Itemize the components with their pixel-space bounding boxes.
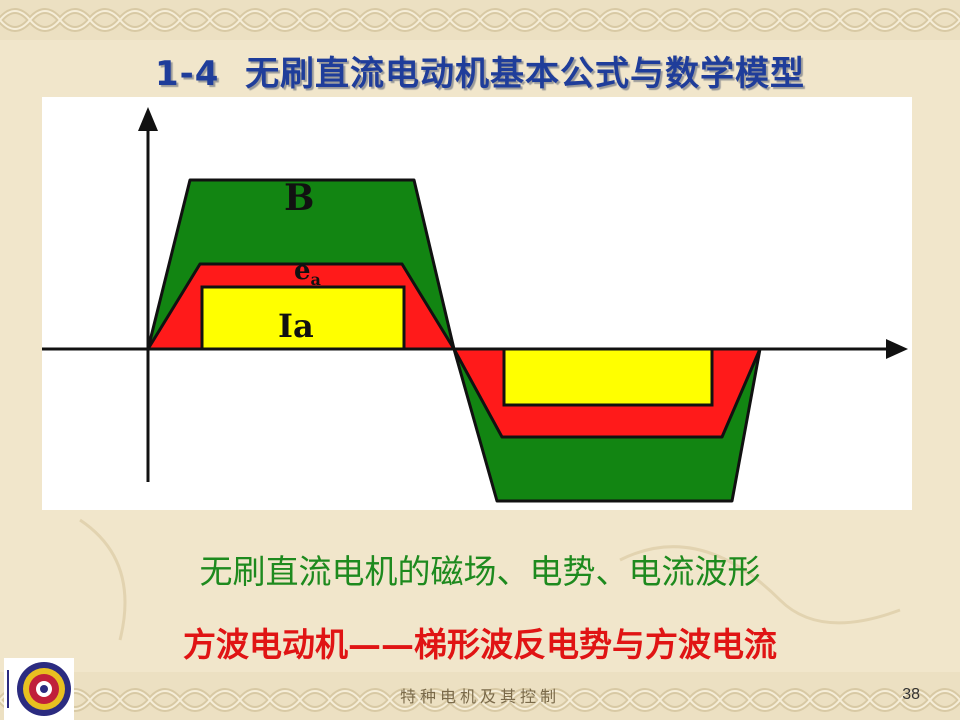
caption-square-wave-motor: 方波电动机——梯形波反电势与方波电流: [183, 625, 777, 664]
y-axis-arrow: [138, 107, 158, 131]
title-text: 无刷直流电动机基本公式与数学模型: [245, 54, 806, 94]
label-Ia: Ia: [278, 307, 314, 345]
page-number: 38: [902, 686, 920, 703]
waveform-diagram: B ea Ia: [42, 107, 908, 503]
waveform-figure: B ea Ia: [42, 97, 912, 510]
bottom-border: [0, 672, 960, 720]
page-title: 1-4 无刷直流电动机基本公式与数学模型: [0, 46, 960, 95]
label-B: B: [284, 177, 314, 219]
university-logo: [4, 658, 74, 720]
footer-course-name: 特种电机及其控制: [399, 687, 560, 706]
Ia-negative-pulse: [502, 347, 714, 407]
top-border: [0, 0, 960, 40]
label-ea: ea: [294, 256, 321, 289]
title-number: 1-4: [154, 54, 220, 94]
caption-waveforms: 无刷直流电机的磁场、电势、电流波形: [199, 552, 761, 591]
Ia-positive-pulse: [200, 285, 406, 351]
x-axis-arrow: [886, 339, 908, 359]
